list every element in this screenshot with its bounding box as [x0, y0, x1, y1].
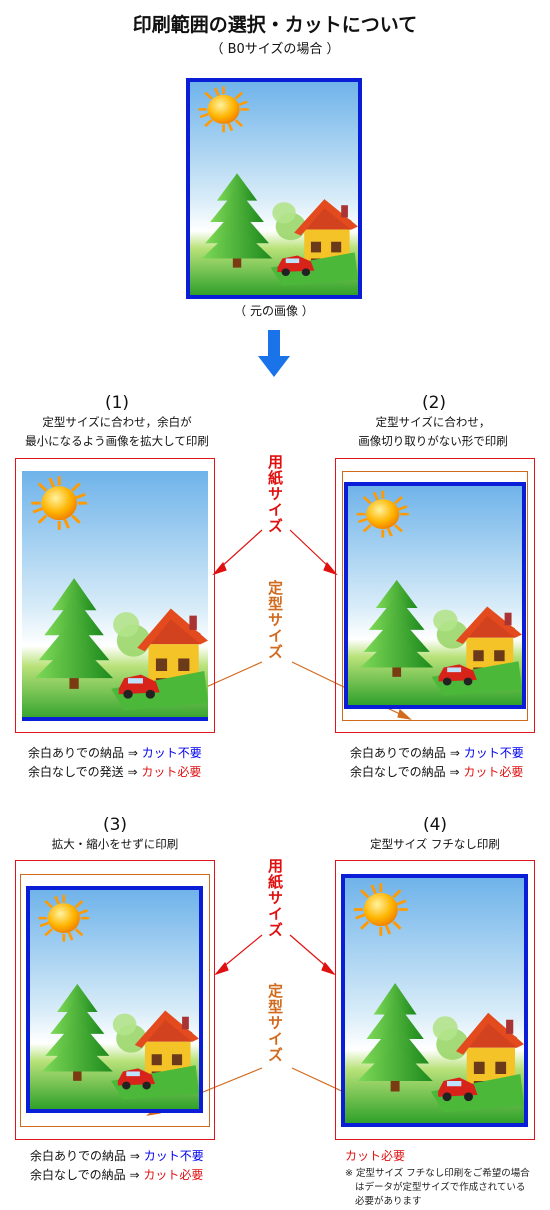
panel-1-notes: 余白ありでの納品 ⇒ カット不要 余白なしでの発送 ⇒ カット必要 — [28, 746, 202, 779]
original-image — [186, 78, 362, 299]
original-image-caption: （ 元の画像 ） — [234, 304, 314, 318]
panel-4-image — [341, 874, 528, 1127]
panel-1-description: 定型サイズに合わせ，余白が最小になるよう画像を拡大して印刷 — [25, 415, 209, 448]
paper-size-label-2: 用紙サイズ — [266, 858, 284, 938]
panel-4-footnote: ※ 定型サイズ フチなし印刷をご希望の場合 はデータが定型サイズで作成されている… — [345, 1168, 530, 1207]
panel-1-image-bottom-edge — [22, 717, 208, 721]
panel-1-paper-frame — [15, 458, 215, 733]
panel-4-description: 定型サイズ フチなし印刷 — [370, 837, 500, 851]
panel-2-paper-frame — [335, 458, 535, 733]
panel-2-number: (2) — [421, 393, 447, 413]
panel-3-standard-frame — [20, 874, 210, 1127]
paper-arrow-3 — [221, 934, 263, 969]
panel-4-number: (4) — [422, 815, 448, 835]
panel-1-image — [22, 471, 208, 721]
standard-size-label-2: 定型サイズ — [266, 983, 284, 1063]
panel-3-image — [26, 886, 203, 1113]
paper-arrow-2 — [289, 529, 331, 569]
panel-2-standard-frame — [342, 471, 528, 721]
page-subtitle: （ B0サイズの場合 ） — [210, 42, 340, 57]
panel-3-notes: 余白ありでの納品 ⇒ カット不要 余白なしでの納品 ⇒ カット必要 — [30, 1149, 204, 1182]
panel-4-paper-frame — [335, 860, 535, 1140]
page-title: 印刷範囲の選択・カットについて — [132, 14, 418, 36]
panel-1-number: (1) — [104, 393, 130, 413]
panel-2-image — [344, 482, 526, 709]
paper-size-label-1: 用紙サイズ — [266, 454, 284, 534]
panel-3-description: 拡大・縮小をせずに印刷 — [51, 837, 179, 851]
paper-arrow-1 — [219, 529, 263, 569]
panel-3-number: (3) — [102, 815, 128, 835]
paper-arrow-4 — [289, 934, 329, 969]
panel-3-paper-frame — [15, 860, 215, 1140]
standard-size-label-1: 定型サイズ — [266, 580, 284, 660]
panel-2-notes: 余白ありでの納品 ⇒ カット不要 余白なしでの納品 ⇒ カット必要 — [350, 746, 524, 779]
panel-2-description: 定型サイズに合わせ，画像切り取りがない形で印刷 — [358, 415, 508, 448]
down-arrow-icon — [258, 330, 290, 377]
panel-4-notes: カット必要 — [345, 1149, 406, 1163]
